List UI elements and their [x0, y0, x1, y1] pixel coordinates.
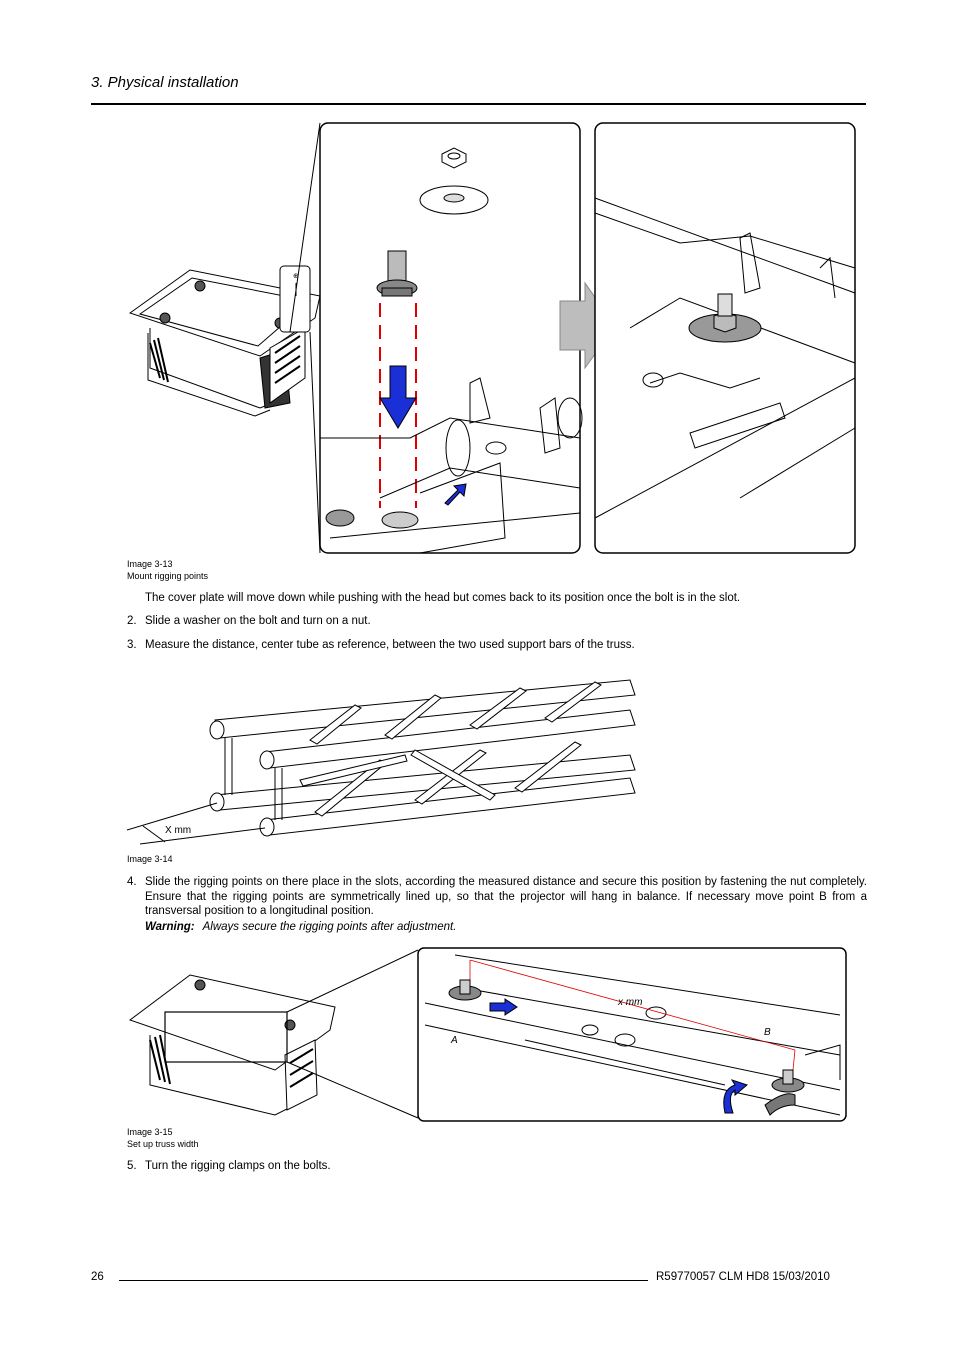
dimension-label-x-mm: X mm — [165, 825, 191, 836]
move-arrow-icon — [489, 998, 518, 1016]
step-3: 3. Measure the distance, center tube as … — [127, 638, 867, 653]
projector-small-icon-2 — [128, 974, 336, 1116]
step-5-number: 5. — [127, 1160, 137, 1172]
step-2: 2. Slide a washer on the bolt and turn o… — [127, 614, 867, 629]
image-3-15-caption: Set up truss width — [127, 1139, 199, 1149]
clamp-icon — [764, 1093, 796, 1116]
label-a: A — [450, 1035, 458, 1046]
section-title: 3. Physical installation — [91, 74, 239, 91]
down-arrow-icon — [379, 365, 417, 429]
warning-line: Warning: Always secure the rigging points… — [145, 920, 867, 935]
bolt-icon — [376, 250, 418, 297]
image-3-14-number: Image 3-14 — [127, 854, 173, 864]
page-number: 26 — [91, 1271, 104, 1283]
step-5-text: Turn the rigging clamps on the bolts. — [145, 1160, 331, 1172]
image-3-13-number: Image 3-13 — [127, 559, 173, 569]
step-4-number: 4. — [127, 876, 137, 888]
step-2-number: 2. — [127, 615, 137, 627]
image-3-14-truss-illustration: X mm — [126, 679, 636, 845]
dimension-line — [142, 825, 166, 843]
step-4: 4. Slide the rigging points on there pla… — [127, 875, 867, 934]
step-4-text: Slide the rigging points on there place … — [145, 876, 867, 917]
paragraph-cover-plate: The cover plate will move down while pus… — [145, 592, 741, 604]
rigging-point-b-icon — [771, 1069, 805, 1093]
header-rule — [91, 103, 866, 105]
rotate-arrow-icon — [723, 1079, 749, 1114]
image-3-15-number: Image 3-15 — [127, 1127, 173, 1137]
warning-text: Always secure the rigging points after a… — [202, 920, 457, 933]
detail-panel-truss-width — [417, 947, 847, 1122]
slide-arrow-icon — [444, 483, 467, 506]
washer-icon — [419, 185, 489, 215]
rigging-point-a-icon — [448, 979, 482, 1001]
footer-rule — [119, 1280, 648, 1281]
projector-small-icon — [128, 269, 321, 417]
warning-label: Warning: — [145, 920, 195, 933]
step-5: 5. Turn the rigging clamps on the bolts. — [127, 1159, 867, 1174]
image-3-13-illustration: ⊕ — [128, 122, 856, 554]
label-x-mm: x mm — [617, 997, 642, 1008]
nut-icon — [441, 147, 467, 169]
document-reference: R59770057 CLM HD8 15/03/2010 — [656, 1271, 830, 1283]
image-3-13-caption: Mount rigging points — [127, 571, 209, 581]
step-2-text: Slide a washer on the bolt and turn on a… — [145, 615, 371, 627]
step-3-text: Measure the distance, center tube as ref… — [145, 639, 635, 651]
image-3-15-illustration: x mm A B — [128, 947, 847, 1122]
label-b: B — [764, 1027, 771, 1038]
svg-text:⊕: ⊕ — [293, 273, 299, 280]
secured-bolt-icon — [688, 293, 762, 343]
step-3-number: 3. — [127, 639, 137, 651]
